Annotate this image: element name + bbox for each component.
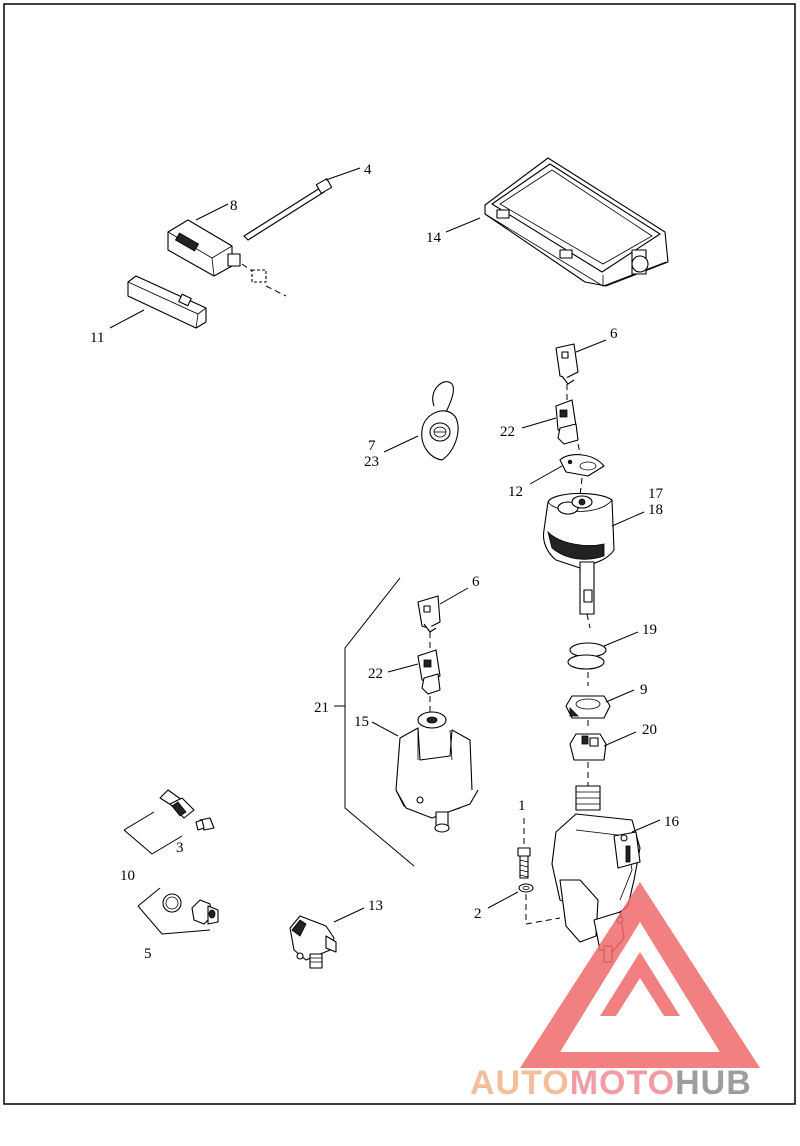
leader-4: [325, 167, 361, 181]
callout-16: 16: [664, 814, 680, 830]
leader-22b: [387, 663, 419, 673]
callout-18: 18: [648, 502, 663, 518]
part-12-cover-plate: [559, 454, 605, 477]
part-19-spring-ring: [567, 642, 607, 670]
part-17-18-housing: [542, 492, 615, 615]
watermark-hub: HUB: [675, 1064, 752, 1102]
callout-17: 17: [648, 486, 664, 502]
part-6-key-lower: [417, 595, 441, 633]
part-10-sensor: [159, 789, 195, 819]
leader-18: [611, 511, 645, 527]
callout-21: 21: [314, 700, 329, 716]
callout-19: 19: [642, 622, 657, 638]
leader-22a: [521, 417, 557, 429]
watermark-triangle: [520, 882, 760, 1068]
part-5-oring: [162, 893, 182, 913]
part-8-connector: [167, 219, 287, 297]
leader-19: [603, 631, 639, 647]
leader-6a: [575, 339, 607, 353]
leader-14: [445, 217, 481, 233]
callout-7: 7: [368, 438, 376, 454]
leader-8: [195, 203, 229, 221]
callout-8: 8: [230, 198, 238, 214]
watermark-auto: AUTO: [470, 1064, 570, 1102]
callout-3: 3: [176, 840, 184, 856]
part-2-washer: [518, 883, 561, 925]
part-21-group-bracket: [344, 577, 415, 867]
callout-13: 13: [368, 898, 383, 914]
callout-20: 20: [642, 722, 657, 738]
callout-4: 4: [364, 162, 372, 178]
callout-9: 9: [640, 682, 648, 698]
leader-7: [383, 435, 419, 453]
callout-22-lower: 22: [368, 666, 383, 682]
leader-15: [371, 721, 399, 737]
callout-15: 15: [354, 714, 369, 730]
callout-12: 12: [508, 484, 523, 500]
callout-labels: 1 2 3 4 5 6 6 7 8 9 10 11 12 13 14 15 16…: [90, 162, 680, 962]
callout-10: 10: [120, 868, 135, 884]
leader-2: [487, 891, 519, 909]
leader-20: [603, 731, 637, 747]
part-3-terminal: [195, 817, 215, 831]
callout-14: 14: [426, 230, 442, 246]
leader-9: [605, 689, 635, 703]
part-11-latch: [127, 275, 207, 329]
part-9-nut: [565, 695, 611, 719]
leader-16: [631, 819, 661, 833]
leader-lines: [109, 167, 661, 923]
part-20-rotor: [569, 733, 607, 761]
svg-text:AUTOMOTOHUB: AUTOMOTOHUB: [470, 1064, 752, 1102]
callout-11: 11: [90, 330, 104, 346]
part-7-23-key-fob: [421, 381, 459, 461]
leader-13: [333, 907, 365, 923]
watermark-logo: AUTOMOTOHUB: [470, 882, 760, 1102]
callout-5: 5: [144, 946, 152, 962]
watermark-moto: MOTO: [570, 1064, 675, 1102]
shaft-axis: [586, 613, 591, 629]
callout-23: 23: [364, 454, 379, 470]
part-15-lock-cylinder: [395, 711, 479, 833]
part-22-key-top: [555, 399, 579, 445]
part-22-key-lower: [417, 649, 441, 695]
callout-22-top: 22: [500, 424, 515, 440]
leader-12: [529, 465, 563, 485]
part-13-sensor: [289, 915, 337, 969]
callout-6-top: 6: [610, 326, 618, 342]
part-14-module: [484, 157, 669, 287]
part-4-cable-tie: [243, 178, 333, 241]
part-5-plug: [191, 899, 219, 925]
part-6-key-top: [555, 343, 579, 385]
leader-11: [109, 309, 145, 329]
bracket-10: [123, 811, 183, 855]
part-1-screw: [517, 818, 531, 879]
callout-2: 2: [474, 906, 482, 922]
callout-1: 1: [518, 798, 526, 814]
leader-6b: [439, 587, 469, 605]
bracket-5: [137, 887, 211, 935]
callout-6-lower: 6: [472, 574, 480, 590]
